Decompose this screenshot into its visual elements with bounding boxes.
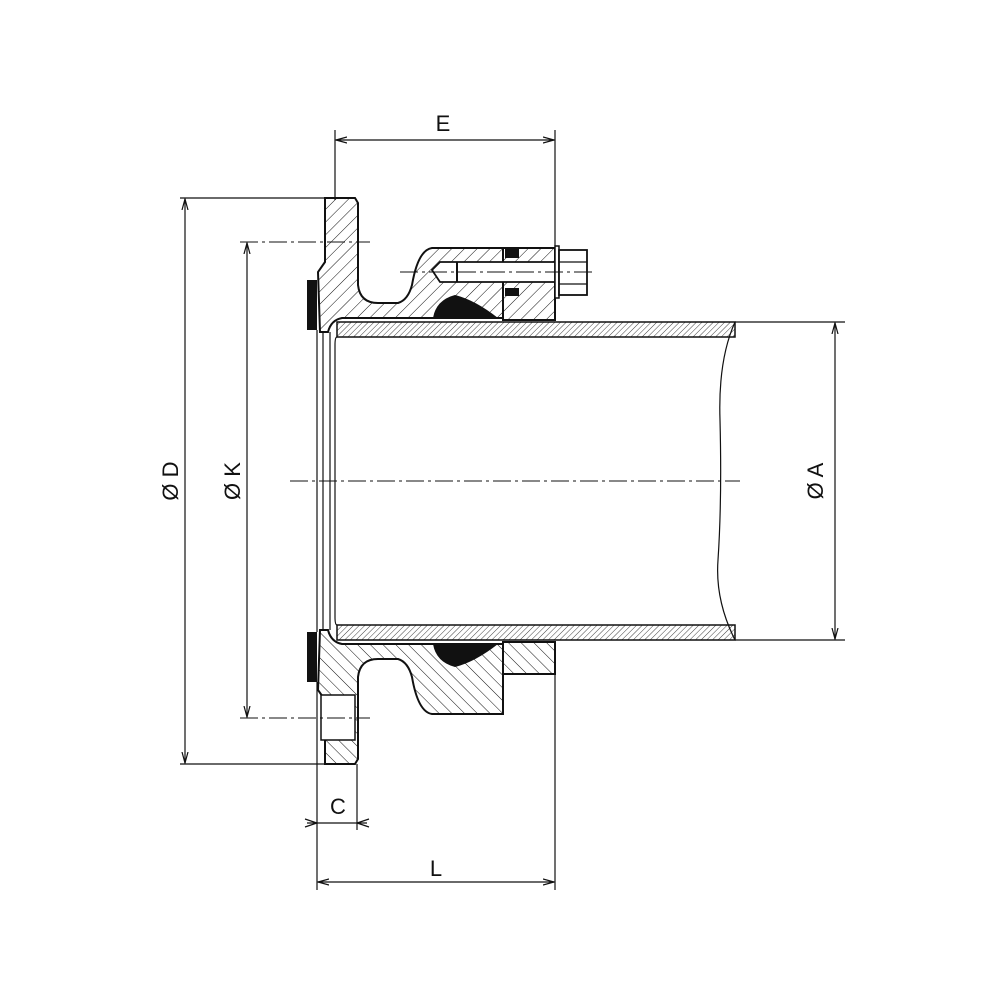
label-a: Ø A: [803, 462, 828, 499]
flange-gasket-bottom: [307, 632, 317, 682]
flange-gasket-top: [307, 280, 317, 330]
seal-ring-top: [433, 295, 498, 318]
label-e: E: [436, 111, 451, 136]
gland-ring-bottom: [502, 641, 556, 675]
label-d: Ø D: [158, 461, 183, 500]
dimension-d: Ø D: [158, 197, 325, 765]
label-k: Ø K: [220, 462, 245, 500]
label-l: L: [430, 856, 442, 881]
dimension-e: E: [334, 111, 556, 246]
pipe: [334, 321, 736, 641]
dimension-k: Ø K: [220, 243, 247, 717]
flange-body-bottom: [316, 629, 556, 765]
label-c: C: [330, 794, 346, 819]
dimension-c: C: [304, 682, 370, 830]
flange-body-top: [316, 197, 595, 333]
seal-ring-bottom: [433, 644, 498, 667]
dimension-l: L: [316, 674, 556, 890]
dimension-a: Ø A: [735, 321, 845, 641]
pipe-break-line: [717, 321, 736, 641]
gland-ring-top: [502, 247, 556, 321]
